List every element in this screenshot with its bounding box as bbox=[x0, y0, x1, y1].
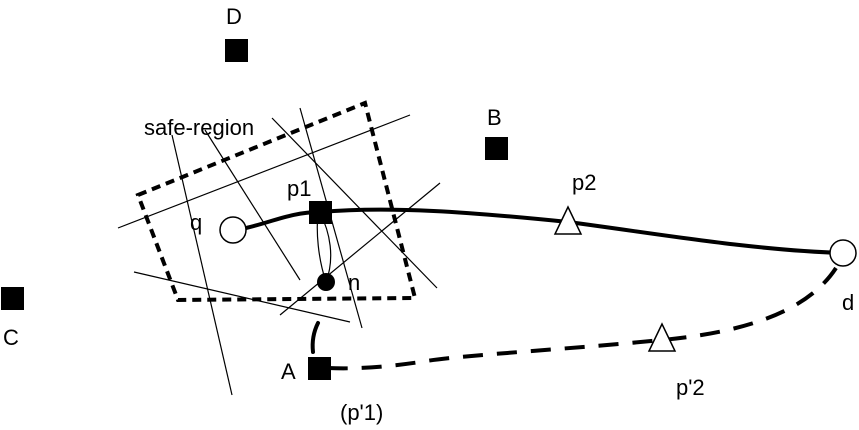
node-n-dot bbox=[317, 273, 335, 291]
poi-C-square bbox=[1, 287, 24, 310]
safe-region-boundary bbox=[135, 100, 418, 303]
label-p1: p1 bbox=[287, 176, 311, 201]
poi-p-prime-2-triangle bbox=[647, 322, 677, 352]
route-dashed-n-to-A bbox=[310, 321, 320, 354]
label-d: d bbox=[842, 290, 854, 315]
poi-D-square bbox=[225, 39, 248, 62]
query-point-q-circle bbox=[219, 216, 247, 244]
bisector-line bbox=[271, 117, 438, 289]
label-q: q bbox=[190, 210, 202, 235]
poi-p1-square bbox=[309, 201, 332, 224]
label-n: n bbox=[348, 270, 360, 295]
destination-d-circle bbox=[829, 239, 857, 267]
bisector-line bbox=[279, 182, 441, 316]
poi-p2-triangle bbox=[553, 205, 583, 235]
poi-A-square bbox=[308, 357, 331, 380]
route-solid bbox=[244, 207, 845, 255]
route-dashed bbox=[327, 266, 838, 371]
label-p-prime-2: p'2 bbox=[676, 375, 705, 400]
label-A: A bbox=[281, 359, 296, 384]
label-p-prime-1: (p'1) bbox=[340, 400, 383, 425]
bisector-line bbox=[204, 129, 301, 281]
label-safe-region: safe-region bbox=[144, 115, 254, 140]
label-C: C bbox=[3, 325, 19, 350]
bisector-lines bbox=[117, 107, 441, 396]
label-B: B bbox=[487, 105, 502, 130]
bisector-line bbox=[117, 114, 411, 229]
poi-B-square bbox=[485, 137, 508, 160]
bisector-line bbox=[171, 134, 233, 396]
bisector-line bbox=[133, 271, 351, 323]
label-D: D bbox=[226, 4, 242, 29]
label-p2: p2 bbox=[572, 170, 596, 195]
